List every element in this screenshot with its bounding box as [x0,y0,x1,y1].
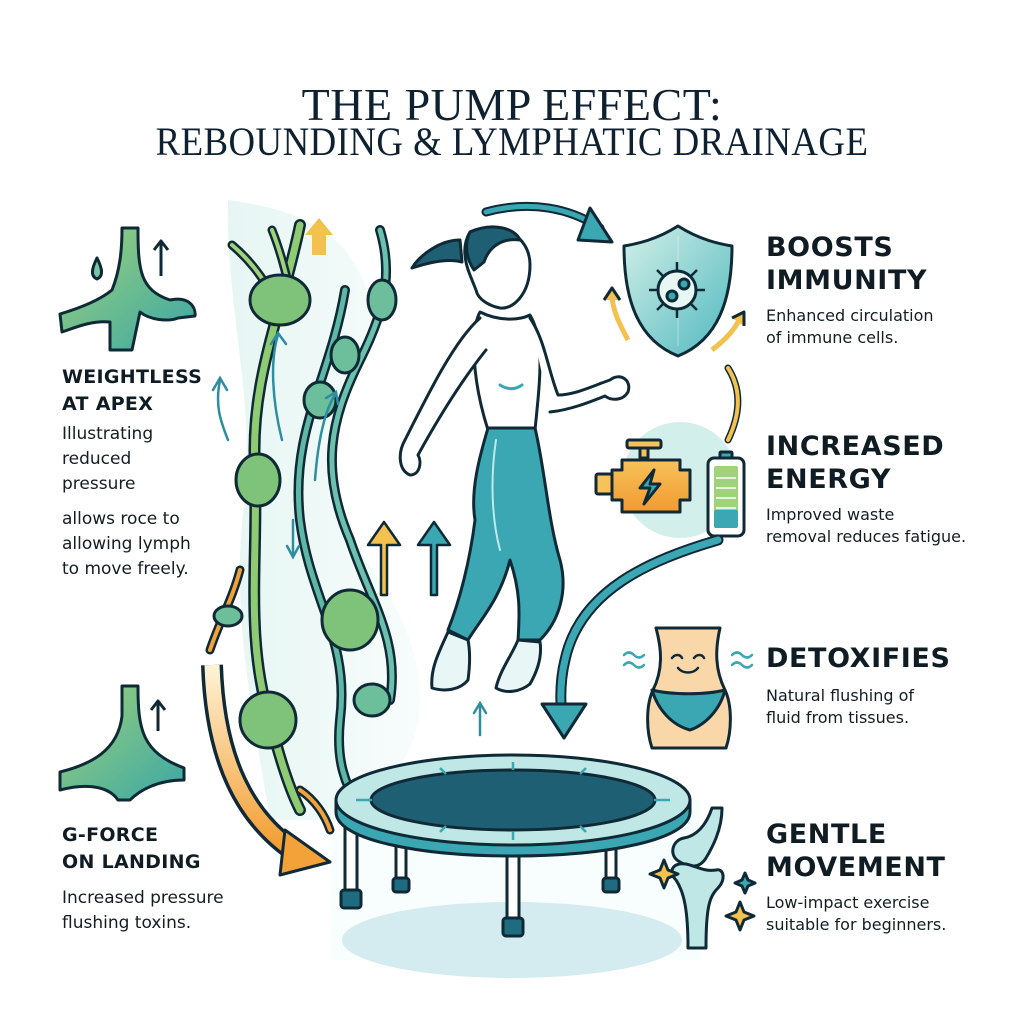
heading-line-1: G-FORCE [62,824,159,846]
body-line: removal reduces fatigue. [766,527,967,546]
body-line: to move freely. [62,559,189,579]
smiling-torso-icon [622,626,754,750]
heading-line-2: IMMUNITY [766,265,928,296]
body-line: pressure [62,474,136,494]
body-line: suitable for beginners. [766,915,947,934]
orange-curved-arrow [201,664,332,877]
teal-curved-arrow-down [540,534,724,740]
body-line: Increased pressure [62,888,224,908]
body-line: of immune cells. [766,328,899,347]
heading-line-1: GENTLE [766,819,887,850]
up-arrows [366,520,452,597]
heading-line-1: INCREASED [766,431,945,462]
yellow-curved-arrow [724,364,742,444]
body-line: Natural flushing of [766,686,915,705]
heading-line-2: MOVEMENT [766,852,946,883]
woman-jumping [398,225,631,693]
body-line: Illustrating [62,424,154,444]
panel-gentle-movement: GENTLE MOVEMENT Low-impact exercise suit… [766,818,1016,936]
yellow-up-arrow-top [305,218,333,255]
panel-boosts-immunity: BOOSTS IMMUNITY Enhanced circulation of … [766,231,1016,349]
shield-virus-icon [602,224,746,358]
lymph-vessel-drop-icon [58,226,197,352]
panel-detoxifies: DETOXIFIES Natural flushing of fluid fro… [766,642,1016,729]
heading-line-1: BOOSTS [766,232,894,263]
body-line: fluid from tissues. [766,708,910,727]
heading-line-2: ENERGY [766,464,891,495]
heading-line-1: DETOXIFIES [766,643,951,674]
mini-trampoline [334,753,692,978]
body-line: Improved waste [766,505,895,524]
engine-battery-icon [594,422,746,538]
panel-increased-energy: INCREASED ENERGY Improved waste removal … [766,430,1016,548]
heading-line-2: ON LANDING [62,851,201,873]
lymph-nodes [212,273,398,750]
body-line: Enhanced circulation [766,306,934,325]
body-line: flushing toxins. [62,913,192,933]
teal-curved-arrow-top [481,201,614,244]
title-line-2: REBOUNDING & LYMPHATIC DRAINAGE [155,119,869,164]
title-line-1: THE PUMP EFFECT: [301,79,723,130]
body-line: allowing lymph [62,534,191,554]
knee-joint-icon [648,806,757,950]
body-line: reduced [62,449,132,469]
heading-line-1: WEIGHTLESS [62,366,203,388]
panel-weightless-at-apex: WEIGHTLESS AT APEX Illustrating reduced … [62,364,242,582]
flow-arrows-small [211,330,488,737]
heading-line-2: AT APEX [62,393,154,415]
body-line: allows roce to [62,509,180,529]
lymph-vessel-junction-icon [58,684,186,802]
body-line: Low-impact exercise [766,893,930,912]
panel-g-force-on-landing: G-FORCE ON LANDING Increased pressure fl… [62,822,262,936]
